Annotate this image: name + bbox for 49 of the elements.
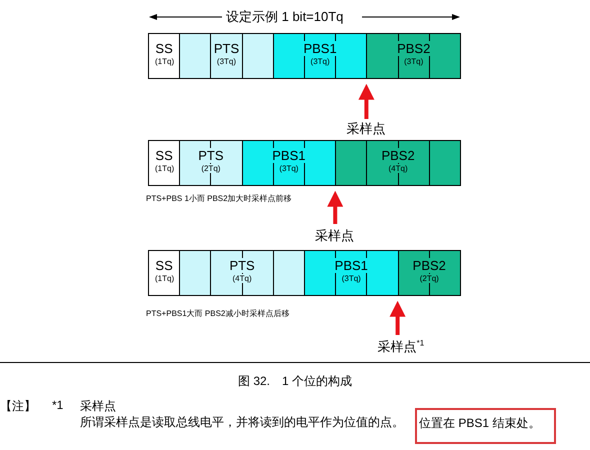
segment-duration: (3Tq): [214, 57, 238, 66]
segment-name: PTS: [212, 41, 242, 56]
bit-segment: [398, 250, 461, 296]
segment-name: PTS: [196, 148, 226, 163]
bit-segment: [304, 250, 399, 296]
segment-name: PBS1: [270, 148, 308, 163]
row-note: PTS+PBS 1小而 PBS2加大时采样点前移: [146, 193, 292, 204]
segment-duration: (3Tq): [402, 57, 426, 66]
bit-segment: [242, 140, 336, 186]
segment-duration: (1Tq): [153, 164, 176, 173]
note-marker: 【注】: [0, 398, 36, 415]
footnote-text: 所谓采样点是读取总线电平，并将读到的电平作为位值的点。: [80, 414, 404, 431]
sample-point-label: 采样点$^{*1}$: [378, 338, 424, 356]
segment-duration: (3Tq): [308, 57, 332, 66]
segment-duration: (1Tq): [153, 57, 176, 66]
segment-name: SS: [153, 148, 175, 163]
segment-duration: (3Tq): [340, 274, 363, 283]
bit-segment: [148, 140, 180, 186]
bit-segment: [148, 250, 180, 296]
segment-duration: (2Tq): [199, 164, 222, 173]
bit-segment: [335, 140, 461, 186]
arrow: [358, 84, 374, 119]
segment-duration: (4Tq): [386, 164, 410, 173]
segment-duration: (1Tq): [153, 274, 176, 283]
bit-segment: [179, 140, 243, 186]
segment-duration: (2Tq): [418, 274, 441, 283]
footnote-term: 采样点: [80, 398, 116, 415]
row-note: PTS+PBS1大而 PBS2减小时采样点后移: [146, 308, 290, 319]
segment-name: SS: [153, 41, 175, 56]
footnote-number: *1: [52, 398, 64, 412]
dimension-label: 设定示例 1 bit=10Tq: [226, 8, 344, 26]
bit-segment: [179, 33, 274, 79]
bit-segment: [366, 33, 461, 79]
segment-duration: (4Tq): [230, 274, 254, 283]
segment-name: PBS2: [395, 41, 432, 56]
segment-name: PBS1: [332, 258, 370, 273]
segment-name: PBS1: [301, 41, 339, 56]
sample-point-label: 采样点: [315, 227, 354, 245]
segment-duration: (3Tq): [277, 164, 300, 173]
highlighted-footnote-text: 位置在 PBS1 结束处。: [415, 408, 556, 444]
segment-name: PBS2: [410, 258, 448, 273]
bit-segment: [179, 250, 305, 296]
bit-segment: [272, 33, 368, 79]
segment-name: SS: [153, 258, 175, 273]
arrow: [327, 190, 344, 224]
sample-point-label: 采样点: [346, 120, 386, 138]
bit-segment: [148, 33, 180, 79]
figure-caption: 图 32. 1 个位的构成: [236, 373, 354, 390]
arrow: [390, 300, 406, 335]
